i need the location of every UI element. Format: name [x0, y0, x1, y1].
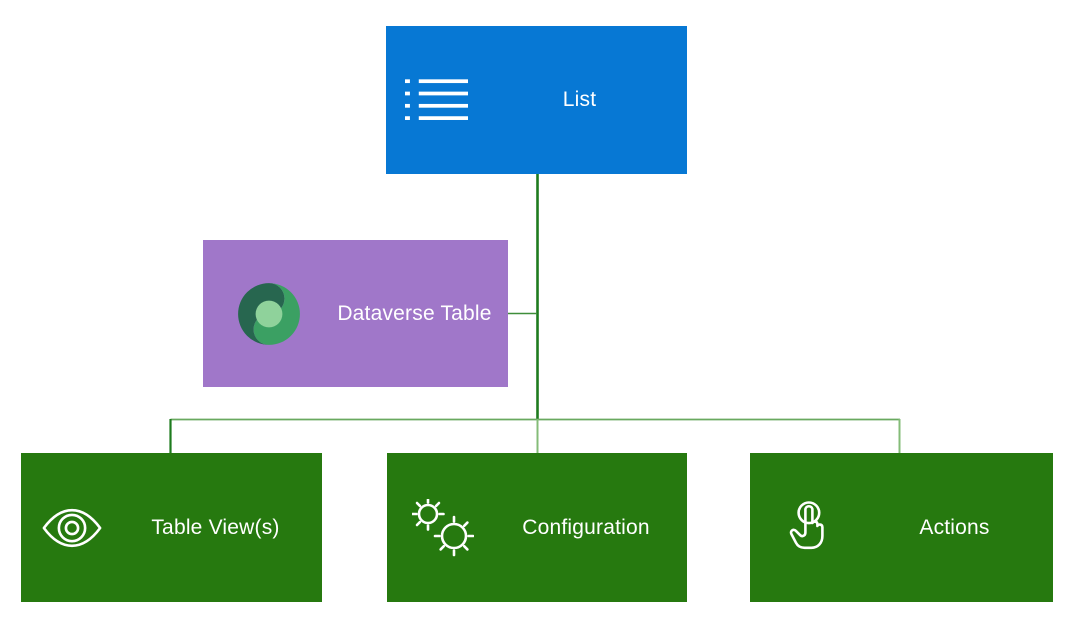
node-dataverse-table: Dataverse Table: [203, 240, 508, 387]
node-configuration: Configuration: [387, 453, 687, 602]
node-table-views-label: Table View(s): [151, 515, 280, 539]
gears-icon: [387, 498, 499, 557]
bulleted-list-icon: [386, 79, 486, 121]
dataverse-icon: [203, 280, 335, 348]
node-actions-label: Actions: [919, 515, 990, 539]
dataverse-center-circle: [255, 300, 283, 327]
node-list: List: [386, 26, 687, 174]
dataverse-green-crescent: [253, 282, 300, 345]
eye-icon: [21, 507, 123, 549]
node-dataverse-table-label: Dataverse Table: [337, 301, 492, 325]
dataverse-dark-crescent: [238, 282, 285, 345]
node-configuration-label: Configuration: [522, 515, 650, 539]
node-table-views: Table View(s): [21, 453, 322, 602]
node-list-label: List: [562, 88, 597, 111]
node-actions: Actions: [750, 453, 1053, 602]
tap-icon: [750, 499, 870, 557]
